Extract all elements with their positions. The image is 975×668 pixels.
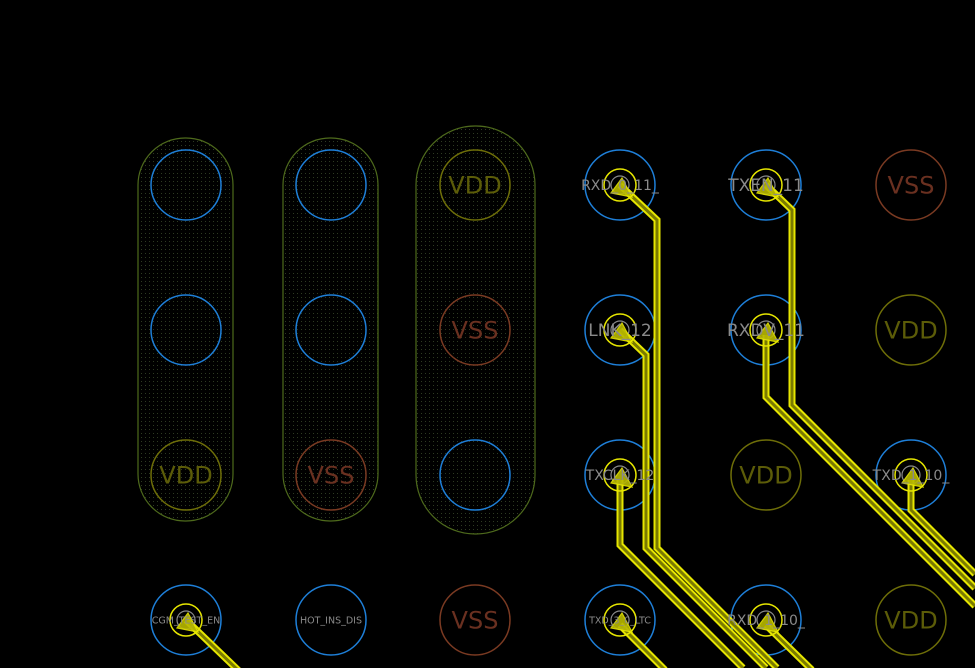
pad-label: TXD_1_10_ <box>872 468 951 484</box>
pad-label: RXDV_11 <box>727 321 805 341</box>
pad-label: RXD_0_11_ <box>581 178 660 194</box>
pad-group-outline <box>415 125 536 535</box>
pad-signal[interactable] <box>295 584 367 656</box>
pad-vdd[interactable] <box>875 294 947 366</box>
pad-signal[interactable] <box>150 584 222 656</box>
trace-core <box>618 328 768 668</box>
trace-core <box>618 480 745 668</box>
pad-vss[interactable] <box>875 149 947 221</box>
pad-blank[interactable] <box>150 294 222 366</box>
pad-label: VSS <box>888 172 935 200</box>
pad-label: TXEN_11 <box>727 176 804 196</box>
via-ring <box>603 168 637 202</box>
pad-label: CGM_TEST_EN <box>152 615 220 626</box>
pad-label: RXD_1_10_ <box>727 613 806 629</box>
pad-label: HOT_INS_DIS <box>300 615 362 626</box>
pad-signal[interactable] <box>730 149 802 221</box>
pad-label: VDD <box>739 462 792 490</box>
teardrop <box>609 176 634 198</box>
pad-blank[interactable] <box>295 294 367 366</box>
trace[interactable] <box>763 182 975 591</box>
pad-label: VDD <box>884 317 937 345</box>
via-ring <box>603 458 637 492</box>
via-ring <box>169 603 203 637</box>
teardrop <box>900 466 925 488</box>
via-ring <box>603 313 637 347</box>
pad-signal[interactable] <box>584 584 656 656</box>
teardrop <box>175 611 200 633</box>
via-ring <box>749 603 783 637</box>
teardrop <box>609 611 634 633</box>
pad-label: VDD <box>159 462 212 490</box>
pad-vss[interactable] <box>295 439 367 511</box>
pad-label: VSS <box>452 607 499 635</box>
pad-blank[interactable] <box>439 439 511 511</box>
via-ring <box>749 313 783 347</box>
trace-core <box>764 623 813 668</box>
trace-core <box>764 183 975 590</box>
pad-signal[interactable] <box>584 149 656 221</box>
pad-vdd[interactable] <box>439 149 511 221</box>
teardrop <box>609 466 634 488</box>
pad-group-outline <box>137 137 234 522</box>
trace-core <box>618 183 779 668</box>
pad-vdd[interactable] <box>730 439 802 511</box>
pad-vss[interactable] <box>439 294 511 366</box>
pad-blank[interactable] <box>295 149 367 221</box>
via-ring <box>894 458 928 492</box>
pad-label: VDD <box>884 607 937 635</box>
pad-vdd[interactable] <box>875 584 947 656</box>
teardrop <box>609 321 634 343</box>
via-ring <box>749 168 783 202</box>
pad-label: TXCLK_12 <box>585 468 655 484</box>
trace-core <box>909 480 975 576</box>
trace-core <box>618 623 666 668</box>
teardrop <box>755 611 780 633</box>
pad-label: VSS <box>452 317 499 345</box>
teardrop <box>755 176 780 198</box>
pad-label: LNK_12 <box>588 321 651 341</box>
teardrop <box>755 321 780 343</box>
via-ring <box>603 603 637 637</box>
pad-group-outline <box>282 137 379 522</box>
pad-vss[interactable] <box>439 584 511 656</box>
trace-core <box>764 335 975 608</box>
pad-blank[interactable] <box>150 149 222 221</box>
pad-label: VSS <box>308 462 355 490</box>
pad-label: TXD_3_0_LTC <box>588 615 651 626</box>
pad-vdd[interactable] <box>150 439 222 511</box>
pad-label: VDD <box>448 172 501 200</box>
